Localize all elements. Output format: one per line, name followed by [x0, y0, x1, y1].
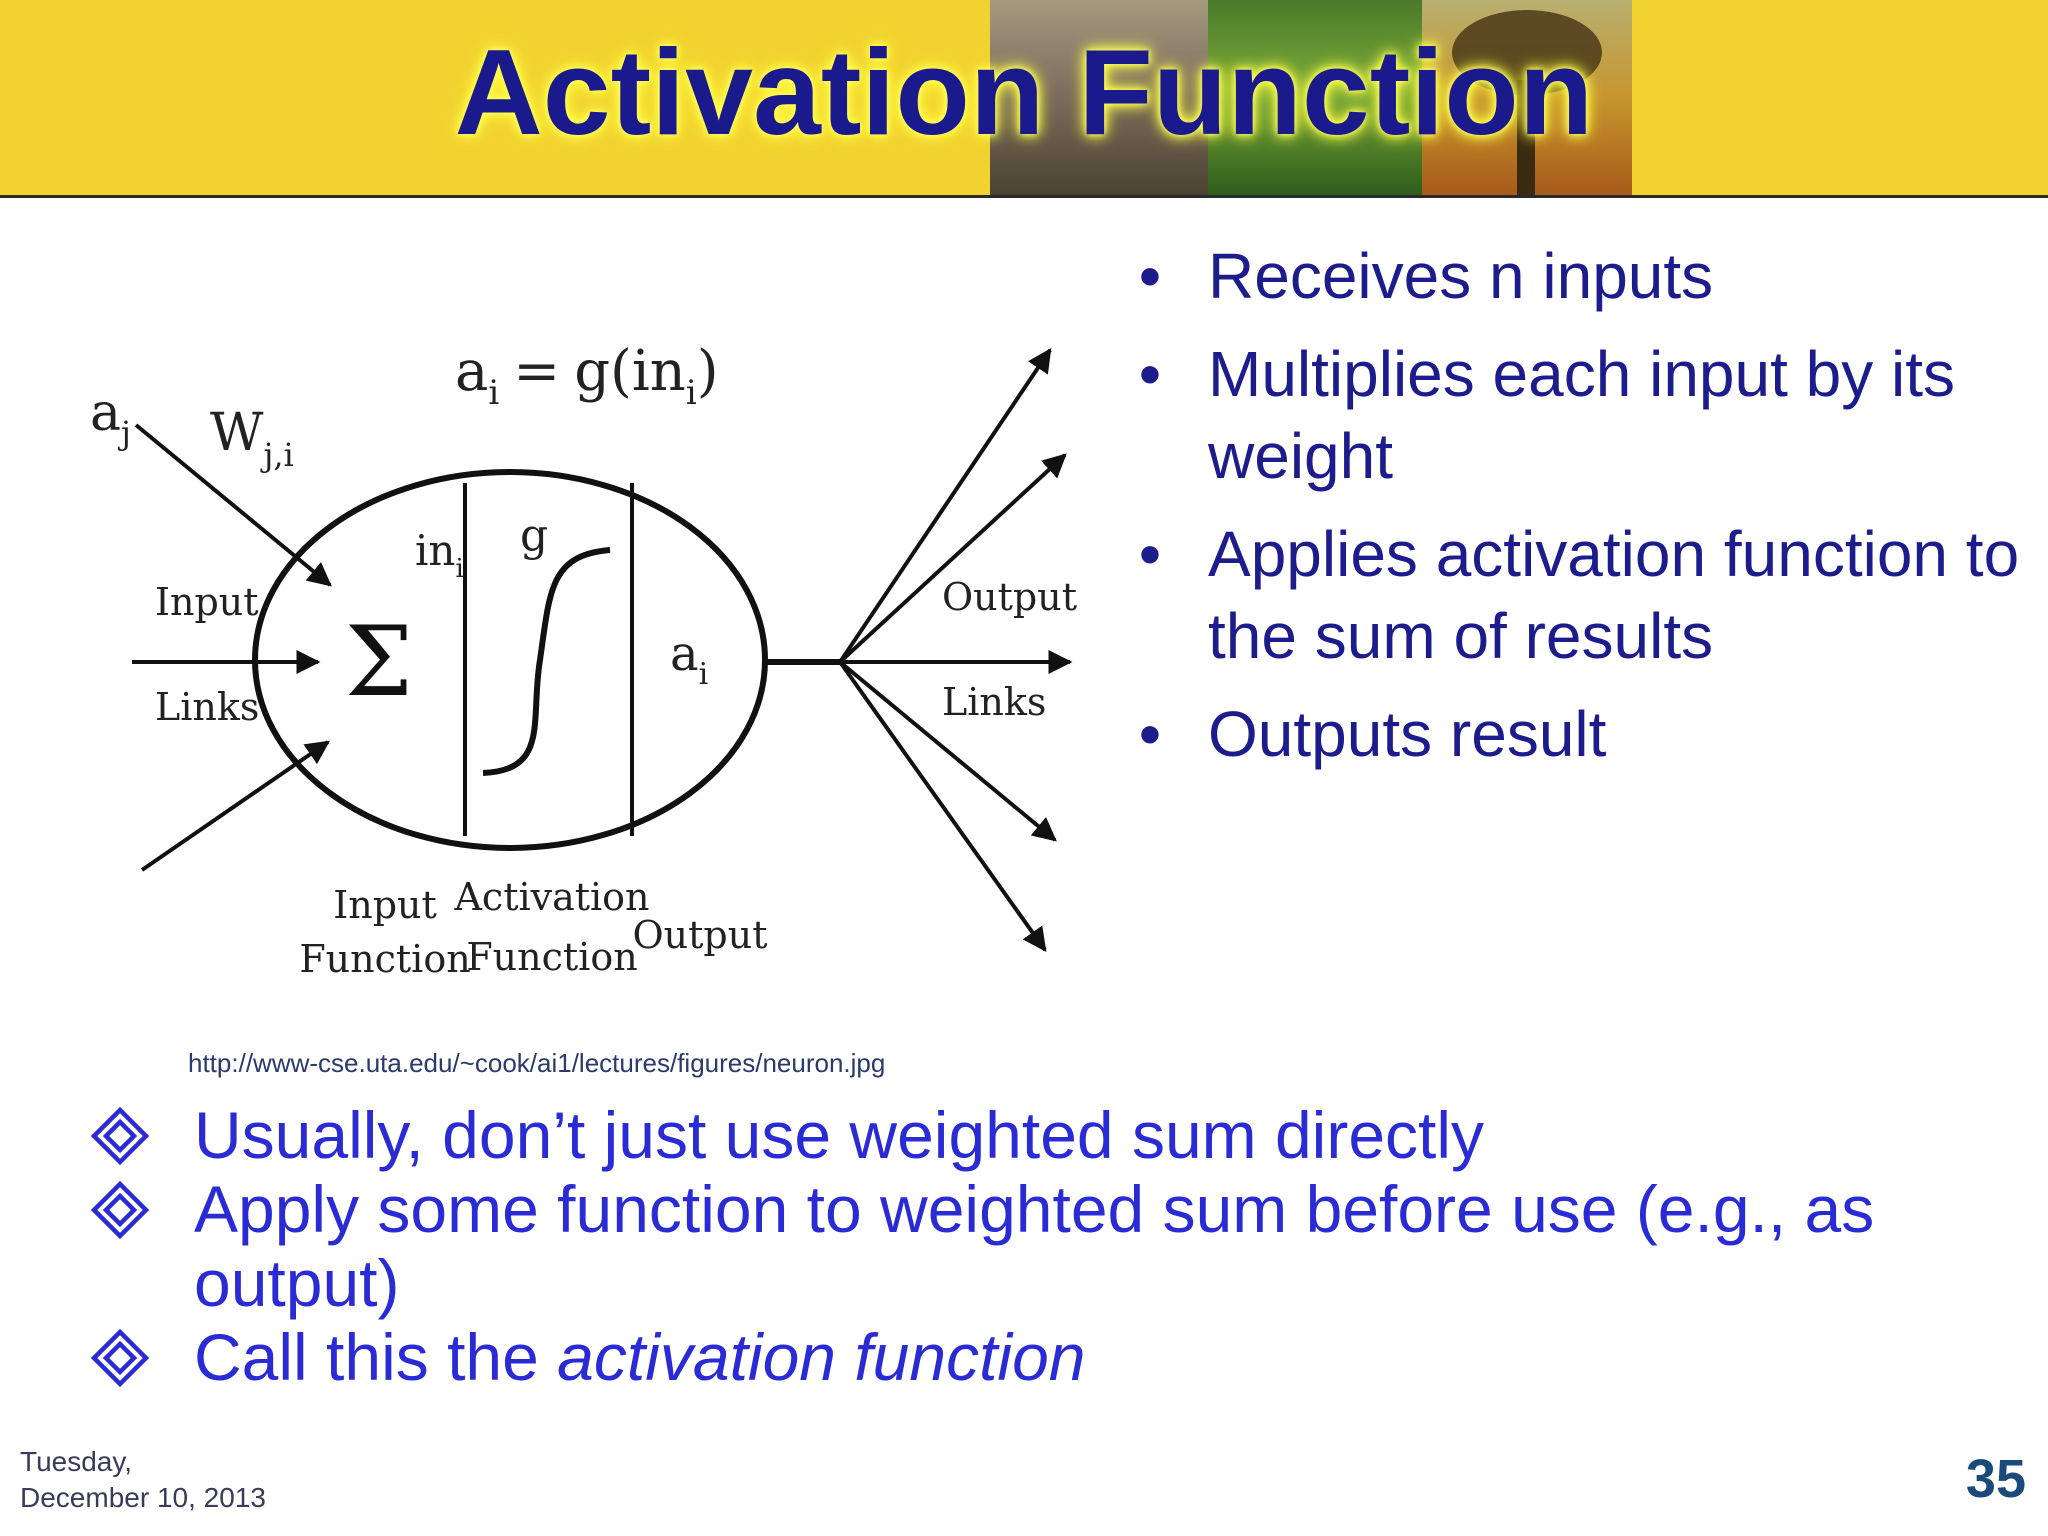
output-links-label-1: Output [942, 575, 1077, 619]
point-item: Apply some function to weighted sum befo… [90, 1172, 1990, 1320]
svg-text:ai: ai [670, 626, 708, 692]
header-photo-grass [1208, 0, 1422, 195]
equation-close: ) [697, 339, 719, 404]
point-item: Call this the activation function [90, 1320, 1990, 1394]
output-arrow-4 [838, 660, 1057, 842]
svg-text:ini: ini [415, 526, 464, 584]
equation-lhs-sub: i [488, 373, 499, 413]
weight-var-sub: j,i [259, 436, 293, 474]
output-arrow-5 [838, 660, 1047, 952]
a-out: a [670, 626, 699, 682]
date-weekday: Tuesday, [20, 1446, 133, 1477]
point-text: Apply some function to weighted sum befo… [194, 1172, 1875, 1320]
bullet-list: • Receives n inputs • Multiplies each inpu… [1120, 235, 2020, 791]
equation-rhs: g(in [574, 339, 686, 404]
weight-var: W [210, 403, 264, 463]
activation-function-label-1: Activation [453, 875, 649, 919]
equation-equals: = [513, 339, 560, 404]
bullet-text: Receives n inputs [1208, 240, 1714, 312]
header-photo-stone [990, 0, 1208, 195]
diamond-bullet-icon [90, 1180, 150, 1240]
bullet-dot: • [1138, 338, 1162, 410]
bullet-item: • Multiplies each input by its weight [1120, 333, 2020, 497]
input-arrow-bottom [140, 740, 330, 872]
equation-rhs-sub: i [686, 373, 697, 413]
input-links-label-2: Links [155, 685, 259, 729]
bullet-text: Multiplies each input by its weight [1208, 338, 1956, 492]
slide-header [0, 0, 2048, 198]
header-photo-blank [1632, 0, 1858, 195]
svg-text:Wj,i: Wj,i [210, 403, 294, 474]
tree-trunk [1517, 80, 1535, 195]
header-photo-tree [1422, 0, 1632, 195]
in-label-sub: i [455, 554, 463, 584]
bullet-item: • Applies activation function to the sum … [1120, 513, 2020, 677]
svg-text:aj: aj [90, 383, 131, 452]
slide-date: Tuesday, December 10, 2013 [20, 1444, 266, 1516]
slide-title: Activation Function [454, 24, 1594, 160]
bullet-text: Applies activation function to the sum o… [1208, 518, 2020, 672]
a-out-sub: i [699, 657, 709, 692]
input-links-label-1: Input [155, 580, 259, 624]
output-function-label: Output [633, 913, 768, 957]
diamond-bullet-icon [90, 1328, 150, 1388]
point-item: Usually, don’t just use weighted sum dir… [90, 1098, 1990, 1172]
activation-function-label-2: Function [466, 935, 637, 979]
output-arrow-2 [838, 453, 1067, 664]
point-text: Call this the [194, 1320, 558, 1394]
output-arrow-1 [838, 348, 1052, 664]
sigmoid-curve [482, 547, 611, 776]
input-function-label-2: Function [299, 937, 470, 981]
bullet-text: Outputs result [1208, 698, 1607, 770]
point-list: Usually, don’t just use weighted sum dir… [90, 1098, 1990, 1394]
point-text: Usually, don’t just use weighted sum dir… [194, 1098, 1485, 1172]
sum-symbol: Σ [345, 606, 413, 718]
neuron-diagram: ai=g(ini) aj Wj,i Input Links Σ ini g ai… [90, 339, 1077, 981]
diamond-bullet-icon [90, 1106, 150, 1166]
image-source-link[interactable]: http://www-cse.uta.edu/~cook/ai1/lecture… [188, 1048, 886, 1078]
equation-lhs: a [455, 339, 488, 404]
point-emphasis: activation function [557, 1320, 1086, 1394]
bullet-item: • Receives n inputs [1120, 235, 2020, 317]
bullet-dot: • [1138, 518, 1162, 590]
in-label: in [415, 526, 455, 575]
bullet-item: • Outputs result [1120, 693, 2020, 775]
bullet-dot: • [1138, 698, 1162, 770]
output-links-label-2: Links [942, 680, 1046, 724]
input-var: a [90, 383, 121, 443]
svg-text:ai=g(ini): ai=g(ini) [455, 339, 719, 413]
header-photo-strip [990, 0, 1858, 195]
bullet-dot: • [1138, 240, 1162, 312]
input-function-label-1: Input [333, 883, 437, 927]
input-var-sub: j [117, 414, 131, 452]
date-full: December 10, 2013 [20, 1482, 266, 1513]
g-label: g [520, 510, 548, 561]
page-number: 35 [1965, 1449, 2026, 1509]
